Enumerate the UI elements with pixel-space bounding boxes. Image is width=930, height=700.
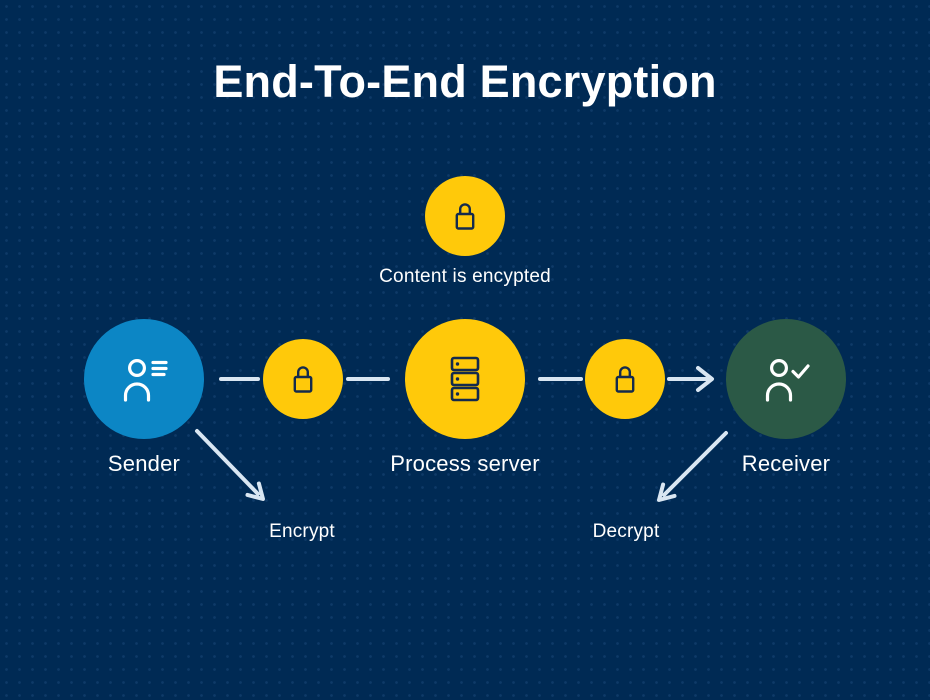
arrowhead-decrypt-icon <box>657 482 677 502</box>
process-server-label: Process server <box>390 451 540 476</box>
receiver-node <box>726 319 846 439</box>
process-server-node <box>405 319 525 439</box>
encrypted-content-node <box>425 176 505 256</box>
user-check-icon <box>765 358 810 402</box>
receiver-label: Receiver <box>741 451 831 476</box>
arrow-encrypt <box>195 429 260 496</box>
arrow-decrypt <box>662 431 728 497</box>
lock-icon <box>455 202 475 230</box>
encryption-lock-right-node <box>585 339 665 419</box>
lock-icon <box>615 365 635 393</box>
encrypted-content-label: Content is encypted <box>379 266 551 287</box>
decrypt-label: Decrypt <box>592 521 660 542</box>
arrowhead-encrypt-icon <box>245 481 265 501</box>
arrowhead-right-icon <box>696 366 714 392</box>
server-icon <box>450 356 480 402</box>
user-lines-icon <box>123 358 168 402</box>
diagram-title: End-To-End Encryption <box>213 56 717 107</box>
sender-label: Sender <box>107 451 181 476</box>
lock-icon <box>293 365 313 393</box>
encryption-lock-left-node <box>263 339 343 419</box>
encrypt-label: Encrypt <box>269 521 335 542</box>
sender-node <box>84 319 204 439</box>
